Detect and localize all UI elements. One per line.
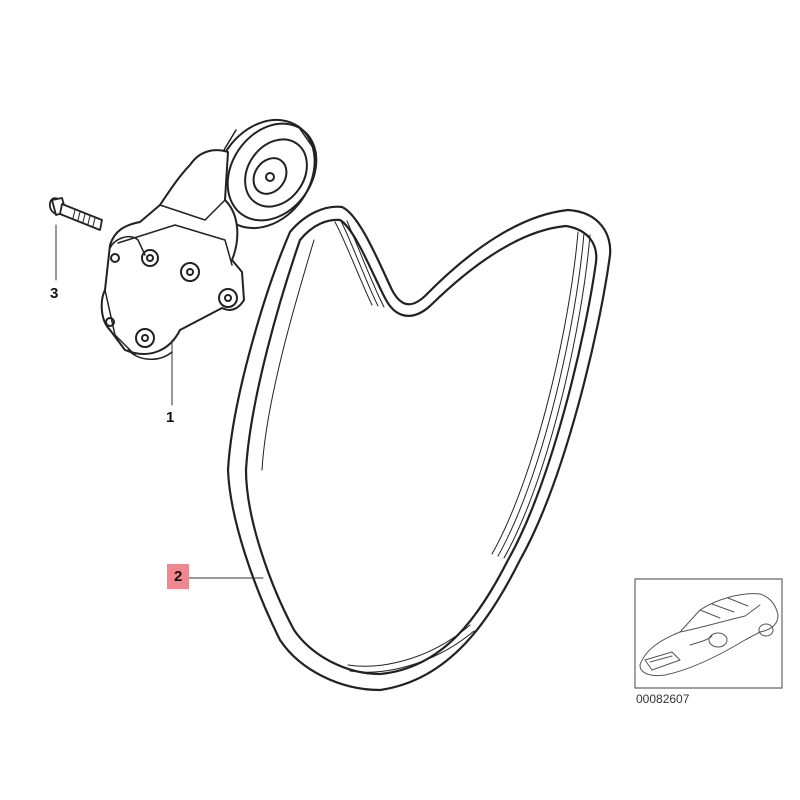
callout-1[interactable]: 1 [166, 409, 175, 426]
thumbnail-box[interactable] [634, 578, 783, 689]
bolt[interactable] [48, 197, 103, 231]
car-sedan-icon [639, 593, 779, 677]
belt-tensioner[interactable] [100, 149, 245, 360]
ribbed-v-belt[interactable] [226, 205, 612, 692]
tensioner-pulley[interactable] [195, 101, 335, 248]
callout-2[interactable]: 2 [167, 564, 190, 589]
callout-3[interactable]: 3 [50, 285, 59, 302]
reference-code: 00082607 [636, 692, 690, 706]
